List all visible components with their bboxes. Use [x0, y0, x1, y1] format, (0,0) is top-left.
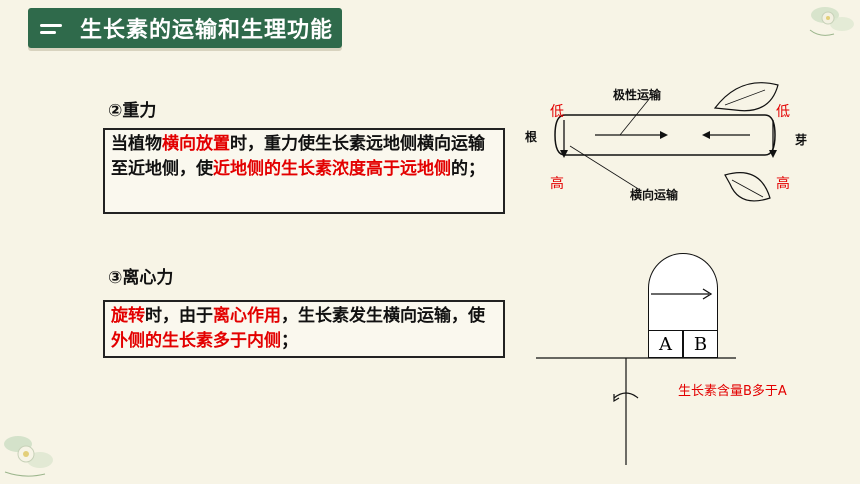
block-b: B [683, 330, 718, 358]
flower-decoration-bottom-left [4, 436, 53, 477]
centrifugal-heading: ③离心力 [108, 268, 174, 288]
root-label: 根 [525, 130, 538, 144]
root-high-label: 高 [550, 176, 564, 192]
text-segment: 旋转 [111, 306, 145, 326]
text-segment: 的； [451, 159, 485, 179]
title-banner: 生长素的运输和生理功能 [28, 8, 342, 48]
gravity-transport-diagram [554, 82, 779, 202]
centrifuge-cap [648, 253, 718, 330]
centrifugal-explanation: 旋转时，由于离心作用，生长素发生横向运输，使外侧的生长素多于内侧； [103, 300, 505, 358]
page-title: 生长素的运输和生理功能 [80, 18, 334, 43]
root-low-label: 低 [550, 104, 564, 120]
gravity-explanation: 当植物横向放置时，重力使生长素远地侧横向运输至近地侧，使近地侧的生长素浓度高于远… [103, 128, 505, 214]
centrifuge-axis-diagram [536, 357, 736, 465]
bud-label: 芽 [795, 133, 808, 147]
text-segment: ； [281, 331, 298, 351]
gravity-heading: ②重力 [108, 101, 157, 121]
text-segment: 外侧的生长素多于内侧 [111, 331, 281, 351]
text-segment: 离心作用 [213, 306, 281, 326]
agar-blocks: A B [648, 330, 718, 358]
text-segment: 近地侧的生长素浓度高于远地侧 [213, 159, 451, 179]
block-a: A [648, 330, 683, 358]
text-segment: ，生长素发生横向运输，使 [281, 306, 485, 326]
flower-decoration-top-right [809, 7, 854, 36]
lateral-transport-label: 横向运输 [630, 188, 679, 202]
text-segment: 时，由于 [145, 306, 213, 326]
text-segment: 时，重力使生长素远地侧横向运输至近地侧，使 [111, 134, 485, 179]
polar-transport-label: 极性运输 [613, 88, 662, 102]
text-segment: 当植物 [111, 134, 162, 154]
auxin-comparison-note: 生长素含量B多于A [678, 384, 787, 399]
menu-lines-icon [40, 24, 62, 44]
bud-low-label: 低 [776, 104, 790, 120]
text-segment: 横向放置 [162, 134, 230, 154]
bud-high-label: 高 [776, 176, 790, 192]
